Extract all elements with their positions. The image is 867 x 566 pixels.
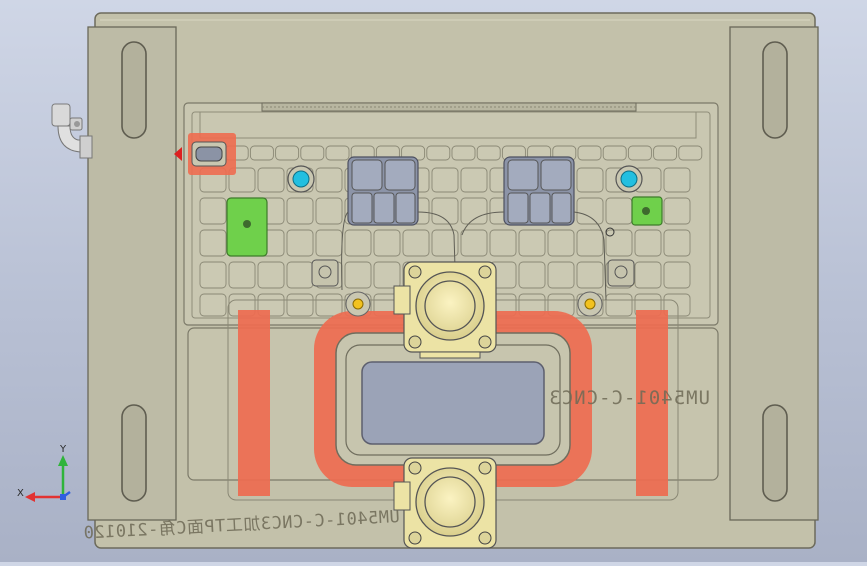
keycap (634, 261, 662, 289)
rotary-clamp-top[interactable] (393, 261, 497, 359)
keycap (373, 261, 401, 289)
datum-pin-left[interactable] (287, 165, 315, 193)
keycap (678, 145, 703, 161)
keycap (286, 229, 314, 257)
vacuum-channel (341, 211, 607, 301)
keycap (286, 197, 314, 225)
keycap (300, 145, 325, 161)
keycap (605, 229, 633, 257)
keycap (286, 261, 314, 289)
keycap (199, 197, 227, 225)
keycap (199, 261, 227, 289)
locator-block-right[interactable] (631, 196, 663, 226)
keycap (431, 197, 459, 225)
keycap (663, 197, 691, 225)
keycap (577, 145, 602, 161)
keycap (315, 167, 343, 193)
keycap (460, 197, 488, 225)
keycap (547, 261, 575, 289)
keycap (489, 229, 517, 257)
keycap (228, 261, 256, 289)
keycap (627, 145, 652, 161)
keycap (451, 145, 476, 161)
keycap (257, 261, 285, 289)
keycap (576, 167, 604, 193)
keycap (576, 261, 604, 289)
suction-pocket-left[interactable] (347, 156, 419, 226)
stop-marker (174, 147, 182, 161)
engraved-part-number: UM5401-C-CNC3 (548, 387, 710, 409)
keycap (373, 229, 401, 257)
keycap (547, 229, 575, 257)
screw-pocket-left[interactable] (311, 259, 339, 287)
screw-pocket-right[interactable] (607, 259, 635, 287)
keycap (518, 261, 546, 289)
keycap (431, 167, 459, 193)
keycap (315, 229, 343, 257)
locator-block-left[interactable] (226, 197, 268, 257)
keycap (275, 145, 300, 161)
keycap (576, 229, 604, 257)
keycap (286, 293, 314, 317)
keycap (426, 145, 451, 161)
keycap (249, 145, 274, 161)
keycap (228, 167, 256, 193)
keycap (315, 293, 343, 317)
keycap (634, 229, 662, 257)
air-fitting[interactable] (51, 103, 93, 159)
suction-pocket-right[interactable] (503, 156, 575, 226)
left-side-bar[interactable] (87, 26, 177, 521)
keycap (199, 229, 227, 257)
keycap (460, 167, 488, 193)
keycap (431, 229, 459, 257)
keycap (663, 229, 691, 257)
keycap (602, 145, 627, 161)
keycap (653, 145, 678, 161)
keycap (257, 167, 285, 193)
keycap (325, 145, 350, 161)
keycap (315, 197, 343, 225)
keycap (460, 229, 488, 257)
orientation-triad: Y X Z (17, 444, 71, 502)
axis-y-label: Y (59, 444, 67, 455)
support-pin-right[interactable] (577, 291, 603, 317)
keycap (344, 261, 372, 289)
rotary-clamp-bottom[interactable] (393, 457, 497, 549)
keycap (605, 197, 633, 225)
keycap (663, 167, 691, 193)
keycap (605, 293, 633, 317)
keycap (576, 197, 604, 225)
keycap (402, 229, 430, 257)
keycap (199, 293, 227, 317)
keycap (344, 229, 372, 257)
right-side-bar[interactable] (729, 26, 819, 521)
support-pin-left[interactable] (345, 291, 371, 317)
datum-pin-right[interactable] (615, 165, 643, 193)
keycap (476, 145, 501, 161)
keycap (663, 261, 691, 289)
keycap (518, 229, 546, 257)
axis-x-label: X (17, 488, 24, 499)
